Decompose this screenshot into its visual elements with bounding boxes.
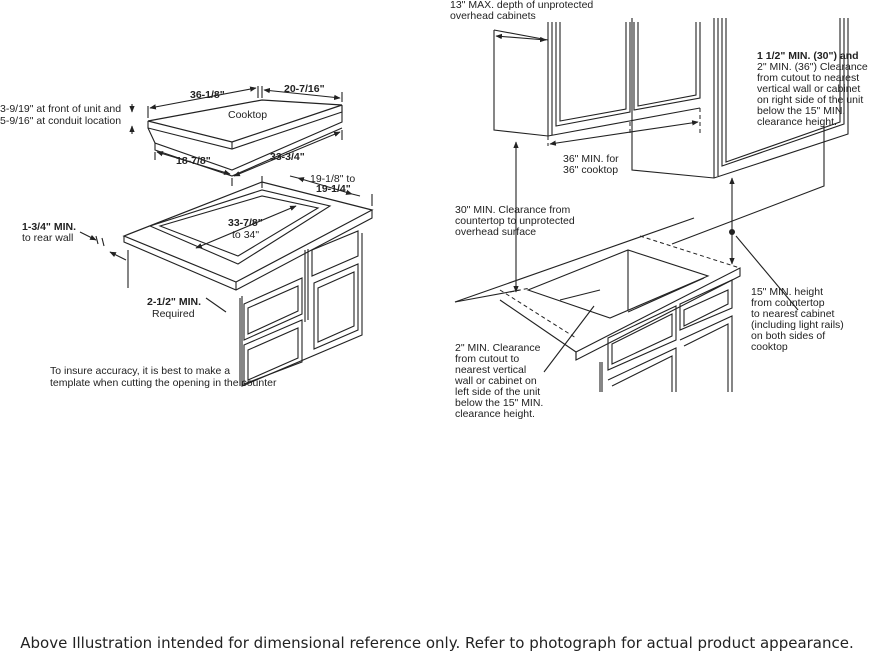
overhead-clearance-line1: 30" MIN. Clearance from [455, 204, 570, 216]
template-note-line2: template when cutting the opening in the… [50, 377, 277, 389]
cabinet-depth-label: 13" MAX. depth of unprotected [450, 0, 593, 11]
height-15-line6: cooktop [751, 341, 788, 353]
rear-clearance-label: 1-3/4" MIN. [22, 221, 76, 233]
cooktop-height-front: 3-9/19" at front of unit and [0, 103, 121, 115]
overhead-clearance-line3: overhead surface [455, 226, 536, 238]
height-reference-dot [729, 229, 735, 235]
cooktop-bottom-width: 33-3/4" [270, 151, 305, 163]
right-clearance-line4: vertical wall or cabinet [757, 83, 860, 95]
cooktop-height-conduit: 5-9/16" at conduit location [0, 115, 121, 127]
height-15-line3: to nearest cabinet [751, 308, 835, 320]
disclaimer-text: Above Illustration intended for dimensio… [20, 634, 854, 652]
right-clearance-line6: below the 15" MIN. [757, 105, 845, 117]
cooktop-dimension-lines [129, 86, 343, 186]
cooktop-label: Cooktop [228, 109, 267, 121]
cabinet-depth-label-2: overhead cabinets [450, 10, 536, 22]
left-clearance-line5: left side of the unit [455, 386, 540, 398]
left-clearance-line4: wall or cabinet on [454, 375, 537, 387]
overhead-clearance-line2: countertop to unprotected [455, 215, 575, 227]
right-clearance-line5: on right side of the unit [757, 94, 863, 106]
height-15-line4: (including light rails) [751, 319, 844, 331]
cutout-width-label-2: to 34" [232, 229, 259, 241]
installation-diagram: Cooktop 36-1/8" 20-7/16" 3-9/19" at fron… [0, 0, 868, 420]
width-36-label-2: 36" cooktop [563, 164, 618, 176]
counter-cabinet-drawing [122, 181, 374, 387]
right-clearance-line1: 1 1/2" MIN. (30") and [757, 50, 859, 62]
left-clearance-line7: clearance height. [455, 408, 535, 420]
left-clearance-line6: below the 15" MIN. [455, 397, 543, 409]
height-15-line1: 15" MIN. height [751, 286, 823, 298]
counter-dimension-lines [79, 175, 373, 313]
clearance-dimension-lines [495, 33, 825, 373]
right-clearance-line3: from cutout to nearest [757, 72, 859, 84]
right-clearance-line2: 2" MIN. (36") Clearance [757, 61, 868, 73]
cutout-width-label: 33-7/8" [228, 217, 263, 229]
cooktop-bottom-depth: 18-7/8" [176, 155, 211, 167]
cutout-depth-label: 19-1/8" to [310, 173, 355, 185]
cutout-depth-label-2: 19-1/4" [316, 183, 351, 195]
front-clearance-label: 2-1/2" MIN. [147, 296, 201, 308]
base-cabinet-drawing [454, 217, 741, 392]
width-36-label: 36" MIN. for [563, 153, 619, 165]
template-note-line1: To insure accuracy, it is best to make a [50, 365, 230, 377]
left-clearance-line1: 2" MIN. Clearance [455, 342, 541, 354]
rear-clearance-note: to rear wall [22, 232, 73, 244]
height-15-line2: from countertop [751, 297, 825, 309]
cooktop-width-label: 36-1/8" [190, 89, 225, 101]
left-clearance-line2: from cutout to [455, 353, 519, 365]
cooktop-depth-label: 20-7/16" [284, 83, 325, 95]
front-clearance-note: Required [152, 308, 195, 320]
height-15-line5: on both sides of [751, 330, 825, 342]
right-clearance-line7: clearance height. [757, 116, 837, 128]
left-clearance-line3: nearest vertical [455, 364, 526, 376]
